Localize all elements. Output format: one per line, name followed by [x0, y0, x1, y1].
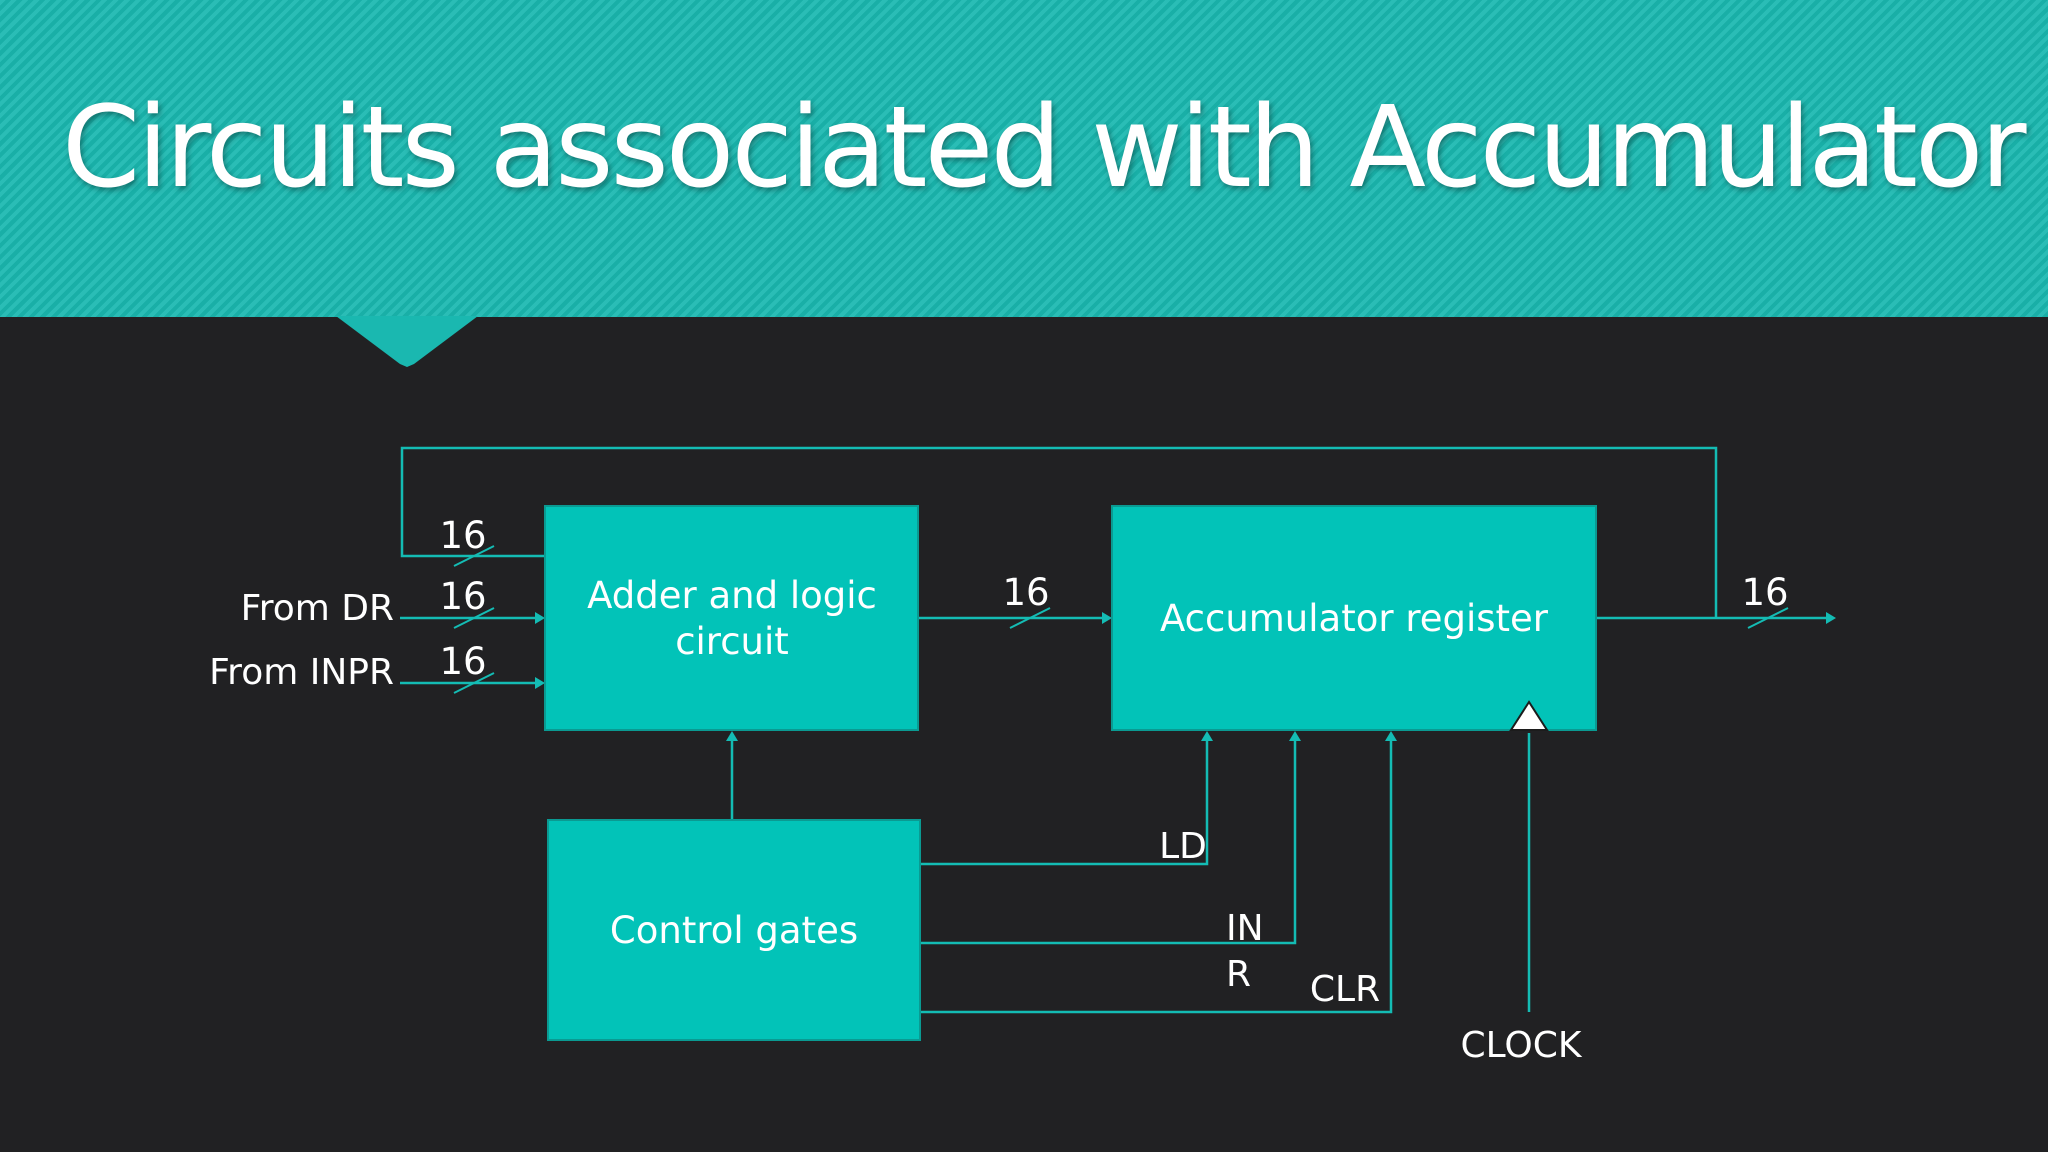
- clr-wire: [920, 741, 1393, 1014]
- adder-to-ac-bus-width: 16: [1002, 571, 1049, 614]
- control-gates-block: [547, 819, 921, 1041]
- adder-logic-block: [544, 505, 919, 731]
- ac-output-bus-slash: [1747, 607, 1789, 629]
- adder-to-ac-arrowhead: [1102, 612, 1112, 624]
- ac-output-arrowhead: [1826, 612, 1836, 624]
- adder-block-label-line1: Adder and logic: [587, 574, 877, 617]
- from-dr-bus-width: 16: [439, 575, 486, 618]
- feedback-bus-slash: [453, 545, 495, 567]
- clock-edge-triangle: [1509, 700, 1549, 731]
- clr-signal-label: CLR: [1310, 969, 1380, 1010]
- banner-notch: [336, 316, 478, 367]
- from-dr-bus-slash: [453, 607, 495, 629]
- feedback-wire: [400, 446, 1718, 618]
- from-inpr-label: From INPR: [209, 652, 394, 693]
- clr-arrowhead: [1385, 731, 1397, 741]
- ld-arrowhead: [1201, 731, 1213, 741]
- clock-signal-label: CLOCK: [1461, 1025, 1583, 1066]
- slide-title: Circuits associated with Accumulator: [62, 83, 2026, 213]
- feedback-bus-width: 16: [439, 514, 486, 557]
- accumulator-register-block: [1111, 505, 1597, 731]
- inr-signal-label-line1: IN: [1226, 908, 1264, 949]
- adder-to-ac-bus-slash: [1009, 607, 1051, 629]
- title-banner: [0, 0, 2048, 317]
- accumulator-block-label: Accumulator register: [1160, 597, 1549, 640]
- from-inpr-bus-width: 16: [439, 640, 486, 683]
- inr-signal-label-line2: R: [1226, 954, 1251, 995]
- adder-block-label-line2: circuit: [675, 620, 789, 663]
- ac-output-bus-width: 16: [1741, 571, 1788, 614]
- from-dr-arrowhead: [535, 612, 545, 624]
- from-inpr-bus-slash: [453, 672, 495, 694]
- from-inpr-arrowhead: [535, 677, 545, 689]
- control-to-adder-arrowhead: [726, 731, 738, 741]
- control-block-label: Control gates: [610, 909, 858, 952]
- inr-wire: [920, 741, 1297, 945]
- ld-wire: [920, 741, 1209, 866]
- inr-arrowhead: [1289, 731, 1301, 741]
- ld-signal-label: LD: [1159, 826, 1207, 867]
- from-dr-label: From DR: [241, 588, 394, 629]
